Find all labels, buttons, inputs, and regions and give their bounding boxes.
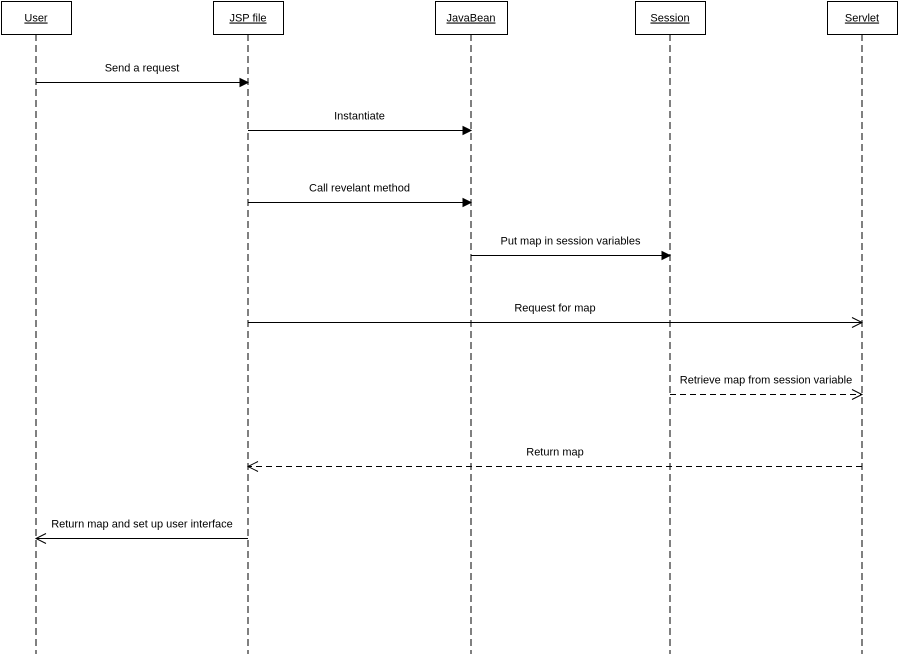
message-7-arrowhead [246,461,259,472]
participant-bean-name: JavaBean [447,13,496,25]
lifeline-session: Session [635,1,706,654]
message-6-label: Retrieve map from session variable [680,375,852,387]
message-5-label: Request for map [514,303,595,315]
message-6-arrowhead [851,389,864,400]
lifeline-jsp: JSP file [213,1,284,654]
message-8-arrowhead [34,533,47,544]
message-8-label: Return map and set up user interface [51,519,233,531]
message-4-arrowhead [661,250,672,261]
message-2-label: Instantiate [334,111,385,123]
lifeline-user: User [1,1,72,654]
participant-session-name: Session [650,13,689,25]
message-6: Retrieve map from session variable [670,375,864,400]
message-4: Put map in session variables [471,236,672,261]
message-7-label: Return map [526,447,583,459]
participant-jsp-name: JSP file [229,13,266,25]
participant-bean-box [435,1,508,35]
participant-user-box [1,1,72,35]
message-1-arrowhead [239,77,250,88]
participant-user-name: User [24,13,48,25]
participant-servlet-box [827,1,898,35]
message-7: Return map [246,447,862,472]
message-3-arrowhead [462,197,473,208]
lifeline-bean: JavaBean [435,1,508,654]
message-8: Return map and set up user interface [34,519,248,544]
message-5-arrowhead [851,317,864,328]
message-5: Request for map [248,303,864,328]
message-4-label: Put map in session variables [500,236,641,248]
participant-servlet-name: Servlet [845,13,879,25]
participant-jsp-box [213,1,284,35]
lifeline-servlet: Servlet [827,1,898,654]
message-1: Send a request [36,63,250,88]
message-2: Instantiate [248,111,473,136]
message-2-arrowhead [462,125,473,136]
message-3: Call revelant method [248,183,473,208]
participant-session-box [635,1,706,35]
message-1-label: Send a request [105,63,180,75]
message-3-label: Call revelant method [309,183,410,195]
